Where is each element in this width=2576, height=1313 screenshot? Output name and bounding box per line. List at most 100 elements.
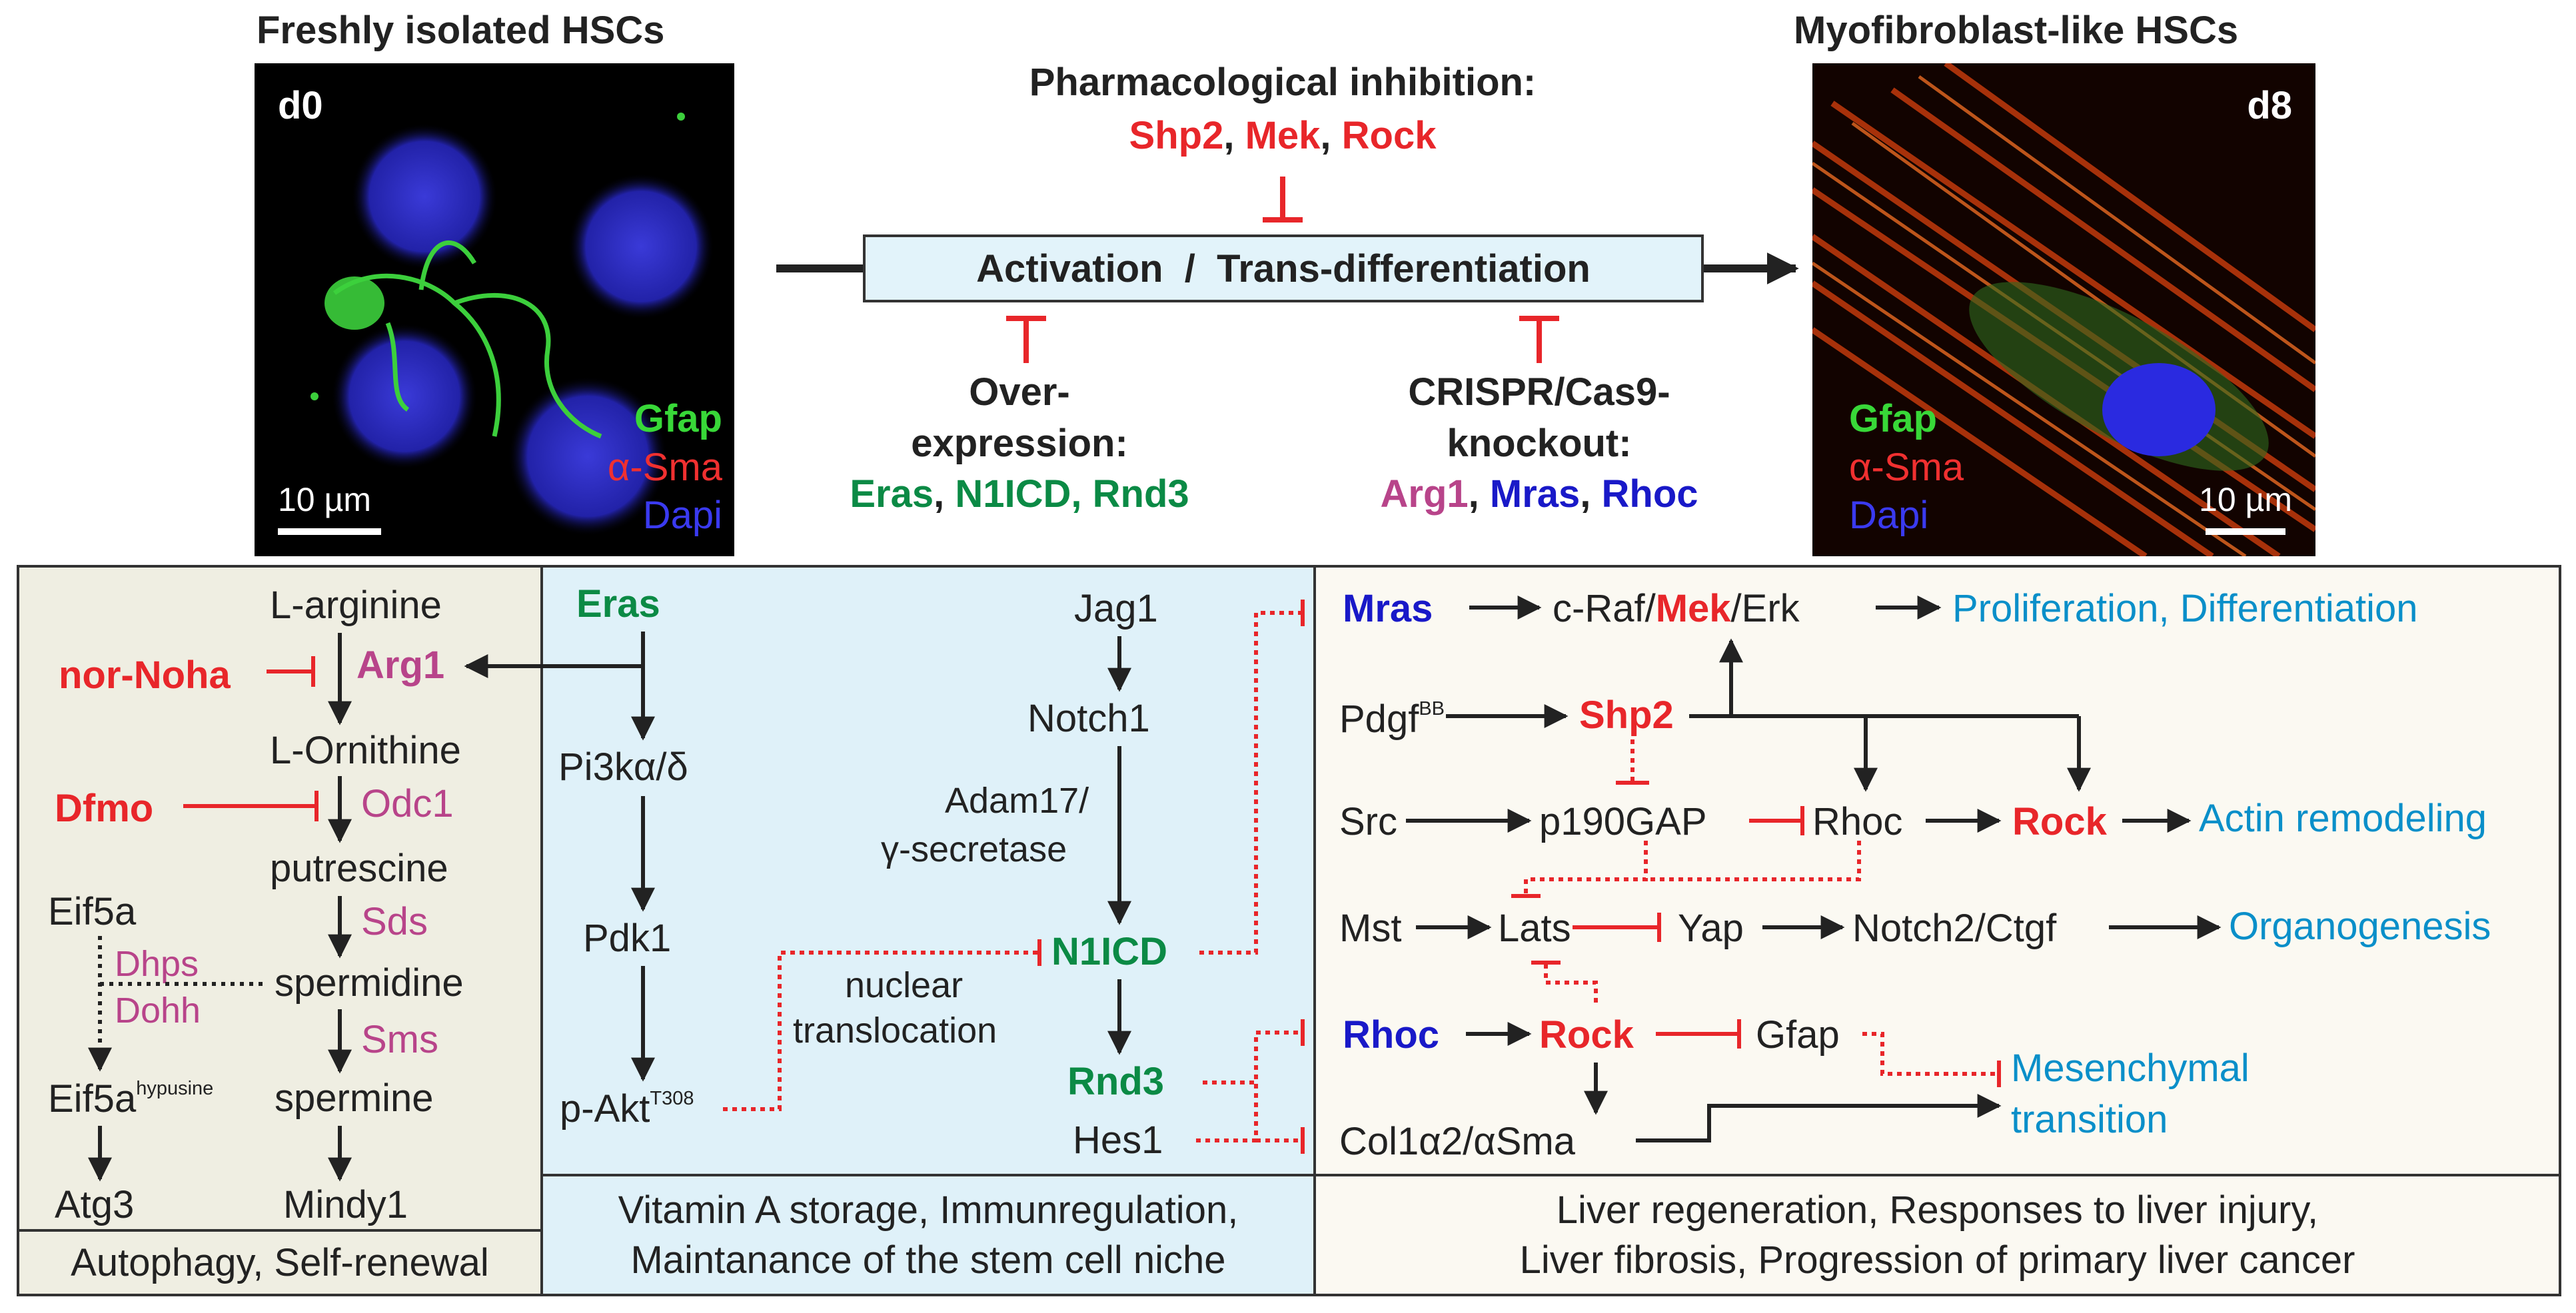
over-n1icd: N1ICD [955, 472, 1071, 516]
crispr-line2: knockout: [1447, 422, 1632, 465]
node-notch2: Notch2/Ctgf [1852, 907, 2057, 950]
pharm-mek: Mek [1245, 114, 1321, 157]
node-jag1: Jag1 [1074, 587, 1158, 630]
stain-asma-label-d8: α-Sma [1849, 446, 1964, 489]
panel3-arrows [1406, 596, 2222, 1142]
node-craf-mek-erk: c-Raf/Mek/Erk [1553, 590, 1800, 628]
crispr-line1: CRISPR/Cas9- [1408, 370, 1670, 414]
node-gfap: Gfap [1756, 1013, 1840, 1057]
node-eif5a-h: Eif5a [48, 1077, 137, 1121]
day-label-d0: d0 [278, 84, 323, 127]
day-label-d8: d8 [2247, 84, 2292, 127]
node-rock2: Rock [1539, 1013, 1634, 1057]
node-notch1: Notch1 [1027, 697, 1150, 740]
stain-dapi-label-d8: Dapi [1849, 494, 1929, 537]
scale-bar-d8 [2206, 528, 2285, 535]
node-atg3: Atg3 [55, 1183, 135, 1226]
node-col: Col1α2/αSma [1339, 1120, 1575, 1163]
node-sds: Sds [361, 900, 428, 943]
node-dfmo: Dfmo [55, 787, 154, 830]
node-shp2: Shp2 [1579, 693, 1674, 737]
panel3-dotted-inhibitions [1524, 739, 1999, 1076]
node-mek: Mek [1655, 587, 1731, 630]
stain-gfap-label: Gfap [634, 397, 722, 440]
footer-panel2-line1: Vitamin A storage, Immunregulation, [618, 1188, 1239, 1232]
node-yap: Yap [1678, 907, 1744, 950]
node-eras: Eras [576, 582, 660, 626]
crispr-sep-1: , [1468, 472, 1490, 516]
crispr-mras: Mras [1489, 472, 1581, 516]
node-l-ornithine: L-Ornithine [270, 729, 461, 772]
panel2-arrows [631, 632, 1131, 1082]
node-dohh: Dohh [115, 991, 201, 1031]
over-line1: Over- [969, 370, 1070, 414]
node-odc1: Odc1 [361, 782, 454, 825]
activation-box: Activation / Trans-differentiation [863, 234, 1704, 302]
crispr-rhoc: Rhoc [1601, 472, 1698, 516]
node-mras: Mras [1343, 587, 1433, 630]
over-sep-1: , [934, 472, 956, 516]
node-lats: Lats [1498, 907, 1571, 950]
pharm-title: Pharmacological inhibition: [1029, 61, 1537, 104]
stain-asma-label: α-Sma [607, 446, 722, 489]
node-mindy1: Mindy1 [283, 1183, 408, 1226]
stain-gfap-label-d8: Gfap [1849, 397, 1938, 440]
node-dhps: Dhps [115, 944, 199, 984]
node-putrescine: putrescine [270, 847, 448, 890]
panel1-inhibitors [183, 656, 319, 821]
node-eif5a-hypusine: Eif5ahypusine [48, 1079, 213, 1118]
pharm-sep-2: , [1320, 114, 1342, 157]
footer-panel3-line1: Liver regeneration, Responses to liver i… [1556, 1188, 2319, 1232]
footer-panel2-line2: Maintanance of the stem cell niche [630, 1238, 1226, 1282]
footer-panel3: Liver regeneration, Responses to liver i… [1313, 1174, 2561, 1296]
node-nor-noha: nor-Noha [59, 654, 231, 697]
node-nuclear: nuclear [845, 965, 964, 1005]
node-n1icd: N1ICD [1051, 930, 1168, 973]
node-arg1: Arg1 [356, 644, 445, 687]
over-line2: expression: [911, 422, 1128, 465]
left-image-title: Freshly isolated HSCs [257, 9, 665, 52]
node-pakt: p-AktT308 [560, 1089, 694, 1128]
node-organogenesis: Organogenesis [2229, 905, 2491, 948]
node-proliferation: Proliferation, Differentiation [1952, 587, 2418, 630]
eras-to-arg1 [464, 632, 645, 678]
node-pi3k: Pi3kα/δ [558, 745, 688, 789]
node-erk: /Erk [1730, 587, 1800, 630]
node-spermine: spermine [275, 1077, 434, 1120]
node-mes2: transition [2011, 1098, 2168, 1141]
bb-sup: BB [1419, 698, 1445, 719]
micrograph-d0: d0 Gfap α-Sma Dapi 10 µm [255, 63, 734, 556]
node-rhoc: Rhoc [1812, 800, 1903, 843]
footer-panel2: Vitamin A storage, Immunregulation, Main… [540, 1174, 1316, 1296]
node-rhoc2: Rhoc [1343, 1013, 1439, 1057]
t308-sup: T308 [650, 1088, 694, 1109]
over-sep-2: , [1071, 472, 1093, 516]
node-translocation: translocation [793, 1011, 997, 1051]
panel2-inhibitor-bars [1037, 600, 1305, 1154]
node-pdgf-text: Pdgf [1339, 697, 1419, 741]
node-spermidine: spermidine [275, 961, 464, 1005]
scale-bar-label: 10 µm [278, 481, 371, 518]
panel2-dotted-inhibitions [723, 611, 1303, 1142]
node-p190gap: p190GAP [1539, 800, 1707, 843]
node-actin: Actin remodeling [2199, 797, 2487, 840]
node-adam17: Adam17/ [945, 781, 1089, 821]
node-mst: Mst [1339, 907, 1402, 950]
panel1-arrows [88, 633, 352, 1182]
node-rock: Rock [2012, 800, 2107, 843]
micrograph-d8: d8 Gfap α-Sma Dapi 10 µm [1812, 63, 2315, 556]
node-eif5a: Eif5a [48, 890, 137, 933]
node-rnd3: Rnd3 [1067, 1060, 1164, 1103]
stain-dapi-label: Dapi [642, 494, 722, 537]
over-eras: Eras [850, 472, 934, 516]
node-pdk1: Pdk1 [583, 917, 672, 960]
pharm-sep-1: , [1223, 114, 1245, 157]
panel3-inhibitor-bars [1511, 781, 2001, 1087]
hypusine-sup: hypusine [136, 1078, 214, 1099]
crispr-sep-2: , [1580, 472, 1602, 516]
pharm-shp2: Shp2 [1129, 114, 1224, 157]
node-hes1: Hes1 [1073, 1118, 1163, 1162]
node-sms: Sms [361, 1018, 438, 1061]
over-items: Eras, N1ICD, Rnd3 [786, 475, 1253, 514]
